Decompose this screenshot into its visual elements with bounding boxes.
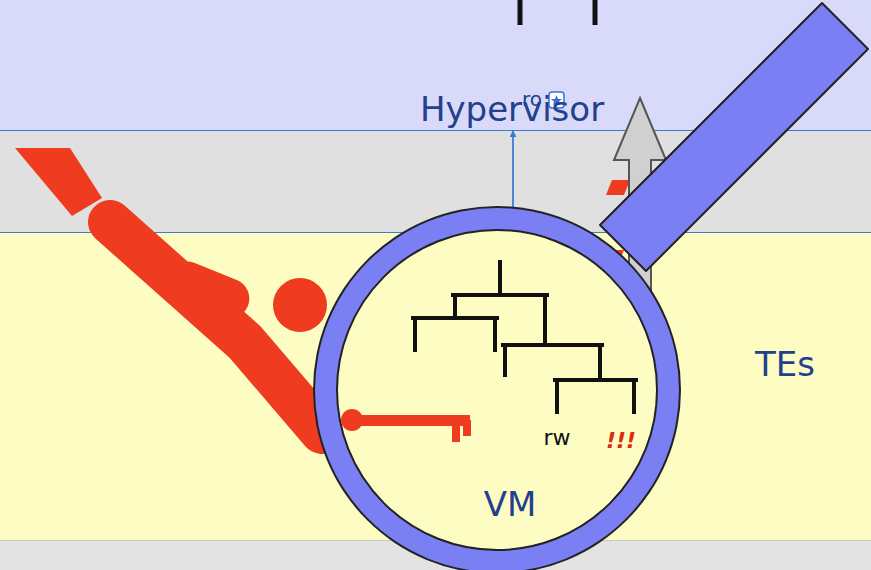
magnifier-lens: VM xyxy=(312,205,682,570)
node-title: Hypervisor xyxy=(420,91,604,128)
hypervisor-band: Hypervisor xyxy=(0,0,871,130)
alert-mark: !!! xyxy=(606,429,636,453)
page-table-fragment xyxy=(520,0,595,25)
lens-glass xyxy=(337,230,657,550)
node-title: VM xyxy=(484,486,537,523)
lens-ring xyxy=(315,208,679,570)
access-label: ro xyxy=(522,88,542,110)
access-label: rw xyxy=(543,426,570,450)
page-table-tree xyxy=(413,262,636,412)
magnifier-handle xyxy=(600,3,868,271)
lens-edge xyxy=(313,206,681,570)
node-title: TEs xyxy=(755,346,815,383)
key-symbol xyxy=(341,409,471,442)
